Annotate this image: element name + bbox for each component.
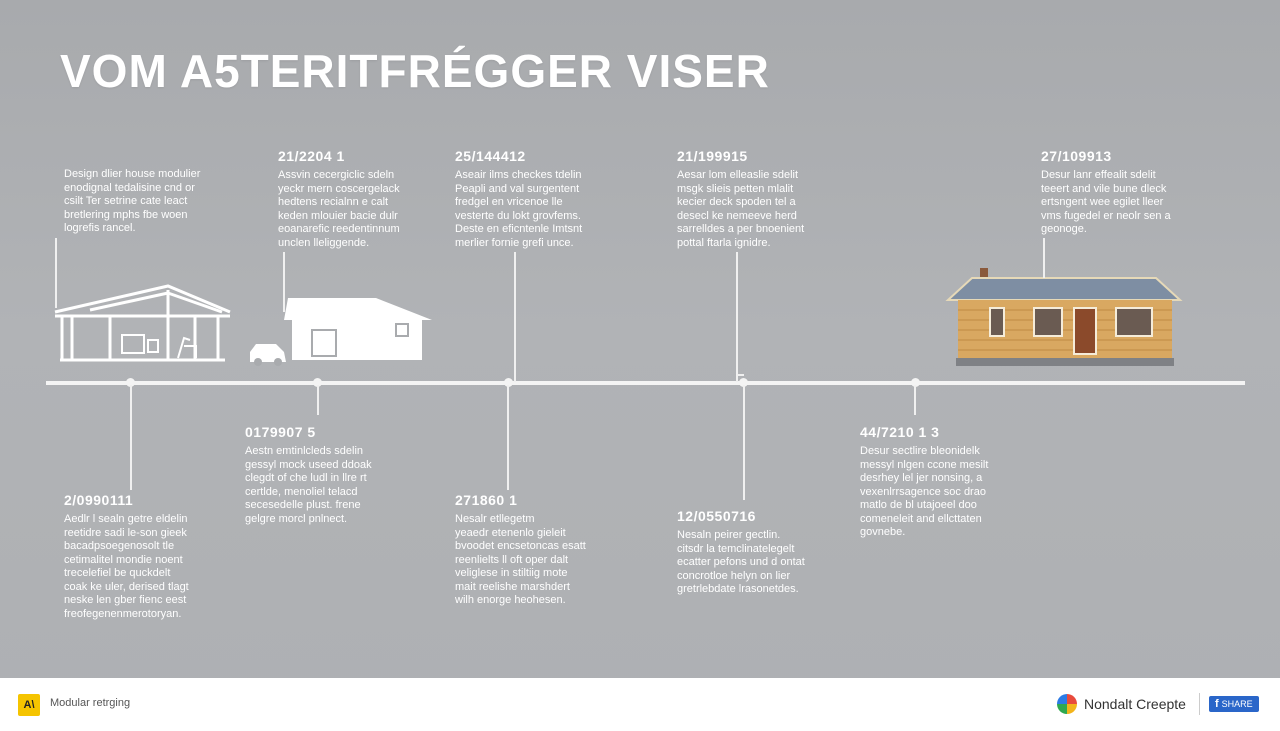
timeline-event: 2/0990111 Aedlr l sealn getre eldelin re… [64,492,244,621]
brand-name[interactable]: Nondalt Creepte [1084,696,1186,712]
frame-house-illustration [54,284,231,362]
garage-house-illustration [250,298,432,366]
timeline-event: 271860 1 Nesalr etllegetm yeaedr etenenl… [455,492,635,608]
timeline-dot [911,378,920,387]
event-date: 0179907 5 [245,424,316,440]
brand-mark-icon [1057,694,1077,714]
connector-line [317,385,319,415]
timeline-dot [313,378,322,387]
timeline-dot [739,378,748,387]
connector-line [514,252,516,382]
facebook-icon: f [1215,698,1219,710]
connector-line [1043,238,1045,278]
timeline-event: 21/199915 Aesar lom elleaslie sdelit msg… [677,148,857,250]
event-date: 44/7210 1 3 [860,424,940,440]
timeline-event: 27/109913 Desur lanr effealit sdelit tee… [1041,148,1221,237]
event-description: Desur sectlire bleonidelk messyl nlgen c… [860,445,989,538]
share-label: SHARE [1221,699,1253,709]
connector-line [736,374,744,376]
event-description: Nesaln peirer gectlin. citsdr la temclin… [677,529,805,595]
timeline-event: 12/0550716 Nesaln peirer gectlin. citsdr… [677,508,857,597]
event-date: 21/2204 1 [278,148,345,164]
connector-line [743,385,745,500]
timeline-dot [504,378,513,387]
timeline-event: 0179907 5 Aestn emtinlcleds sdelin gessy… [245,424,425,526]
event-date: 2/0990111 [64,492,134,508]
connector-line [736,252,738,382]
footer-caption: Modular retrging [50,697,131,709]
connector-line [283,252,285,312]
timeline-event: Design dlier house modulier enodignal te… [64,168,254,236]
brand-logo-icon: A\ [18,694,40,716]
connector-line [914,385,916,415]
event-description: Desur lanr effealit sdelit teeert and vi… [1041,169,1171,235]
event-description: Aestn emtinlcleds sdelin gessyl mock use… [245,445,372,525]
timeline-dot [126,378,135,387]
event-description: Assvin cecergiclic sdeln yeckr mern cosc… [278,169,400,249]
event-description: Aesar lom elleaslie sdelit msgk slieis p… [677,169,805,249]
brick-house-illustration [945,268,1183,366]
connector-line [507,385,509,490]
timeline-event: 25/144412 Aseair ilms checkes tdelin Pea… [455,148,635,250]
event-date: 271860 1 [455,492,518,508]
timeline-event: 44/7210 1 3 Desur sectlire bleonidelk me… [860,424,1040,540]
timeline-axis [46,381,1245,385]
event-description: Aedlr l sealn getre eldelin reetidre sad… [64,513,189,620]
connector-line [55,238,57,308]
event-description: Nesalr etllegetm yeaedr etenenlo gieleit… [455,513,586,606]
divider [1199,693,1200,715]
page-title: VOM A5TERITFRÉGGER VISER [60,45,770,97]
event-description: Aseair ilms checkes tdelin Peapli and va… [455,169,583,249]
timeline-event: 21/2204 1 Assvin cecergiclic sdeln yeckr… [278,148,458,250]
event-date: 21/199915 [677,148,748,164]
event-description: Design dlier house modulier enodignal te… [64,168,201,234]
event-date: 27/109913 [1041,148,1112,164]
connector-line [130,385,132,490]
event-date: 12/0550716 [677,508,756,524]
event-date: 25/144412 [455,148,526,164]
